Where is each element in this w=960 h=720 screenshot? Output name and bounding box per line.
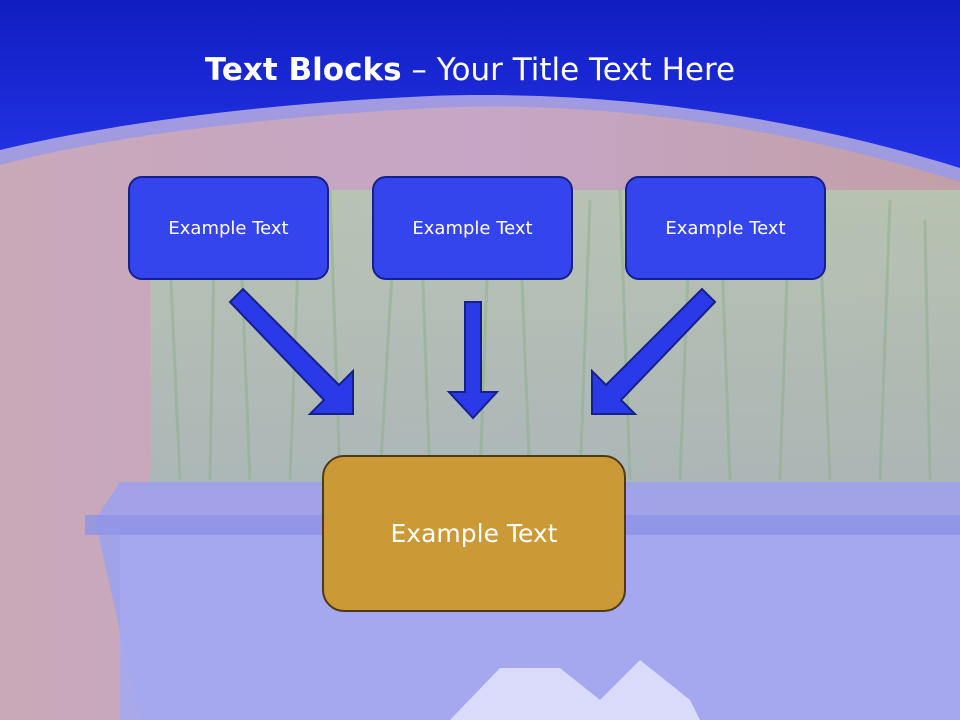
example-block-2-label: Example Text xyxy=(412,217,533,239)
arrow-right xyxy=(591,287,717,415)
example-block-1-label: Example Text xyxy=(168,217,289,239)
result-block[interactable]: Example Text xyxy=(322,455,626,612)
arrow-center xyxy=(446,301,500,420)
result-block-label: Example Text xyxy=(390,519,558,548)
title-bold: Text Blocks xyxy=(204,52,402,88)
arrow-left xyxy=(228,287,354,415)
example-block-3[interactable]: Example Text xyxy=(625,176,826,280)
slide-title: Text Blocks – Your Title Text Here xyxy=(0,52,940,88)
example-block-2[interactable]: Example Text xyxy=(372,176,573,280)
title-dash: – xyxy=(401,52,437,88)
example-block-3-label: Example Text xyxy=(665,217,786,239)
title-rest: Your Title Text Here xyxy=(436,52,736,88)
example-block-1[interactable]: Example Text xyxy=(128,176,329,280)
